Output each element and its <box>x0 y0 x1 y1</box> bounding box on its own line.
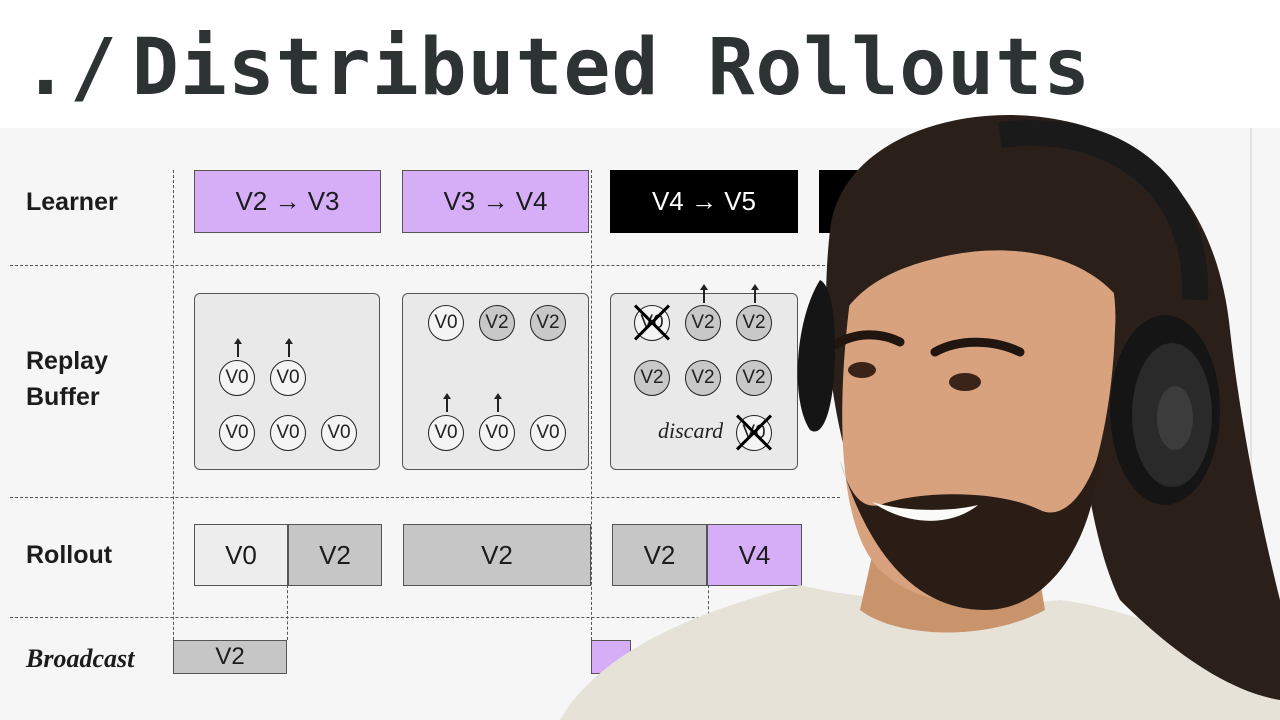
rollout-block: V2 <box>612 524 707 586</box>
up-arrow-icon <box>443 393 450 412</box>
up-arrow-icon <box>234 338 241 357</box>
sample-coin: V2 <box>479 305 515 341</box>
sample-coin: V0 <box>428 305 464 341</box>
broadcast-block: V2 <box>173 640 287 674</box>
sample-coin: V2 <box>530 305 566 341</box>
rollout-block: V2 <box>403 524 591 586</box>
sample-coin: V2 <box>685 305 721 341</box>
sample-coin: V0 <box>321 415 357 451</box>
row-label-replay: Replay <box>26 347 108 375</box>
row-separator <box>10 265 840 266</box>
rollout-block: V2 <box>288 524 382 586</box>
time-divider <box>591 170 592 640</box>
learner-step: V2 → V3 <box>194 170 381 233</box>
up-arrow-icon <box>494 393 501 412</box>
row-separator <box>10 497 840 498</box>
rollout-block: V0 <box>194 524 288 586</box>
learner-step: V4 → V5 <box>610 170 798 233</box>
discard-label: discard <box>658 418 724 443</box>
sample-coin: V2 <box>736 305 772 341</box>
title-text: Distributed Rollouts <box>131 23 1092 113</box>
row-label-rollout: Rollout <box>26 541 113 569</box>
sample-coin: V0 <box>479 415 515 451</box>
sample-coin-discarded: V0 <box>736 415 772 451</box>
sample-coin: V0 <box>270 415 306 451</box>
row-label-broadcast: Broadcast <box>26 644 135 673</box>
learner-step: V3 → V4 <box>402 170 589 233</box>
sample-coin: V0 <box>219 360 255 396</box>
sample-coin: V2 <box>736 360 772 396</box>
row-separator <box>10 617 840 618</box>
sample-coin: V0 <box>530 415 566 451</box>
title-prefix: ./ <box>22 23 118 113</box>
sample-coin: V0 <box>428 415 464 451</box>
sample-coin: V2 <box>685 360 721 396</box>
row-label-buffer: Buffer <box>26 383 100 411</box>
time-divider <box>708 585 709 620</box>
up-arrow-icon <box>700 284 707 303</box>
time-divider <box>173 170 174 670</box>
right-border-line <box>1250 128 1252 720</box>
up-arrow-icon <box>285 338 292 357</box>
row-label-learner: Learner <box>26 188 118 216</box>
time-divider <box>287 585 288 640</box>
up-arrow-icon <box>751 284 758 303</box>
sample-coin: V2 <box>634 360 670 396</box>
sample-coin-discarded: V0 <box>634 305 670 341</box>
rollout-block: V4 <box>707 524 802 586</box>
sample-coin: V0 <box>219 415 255 451</box>
page-title: ./Distributed Rollouts <box>22 18 1091 118</box>
sample-coin: V0 <box>270 360 306 396</box>
